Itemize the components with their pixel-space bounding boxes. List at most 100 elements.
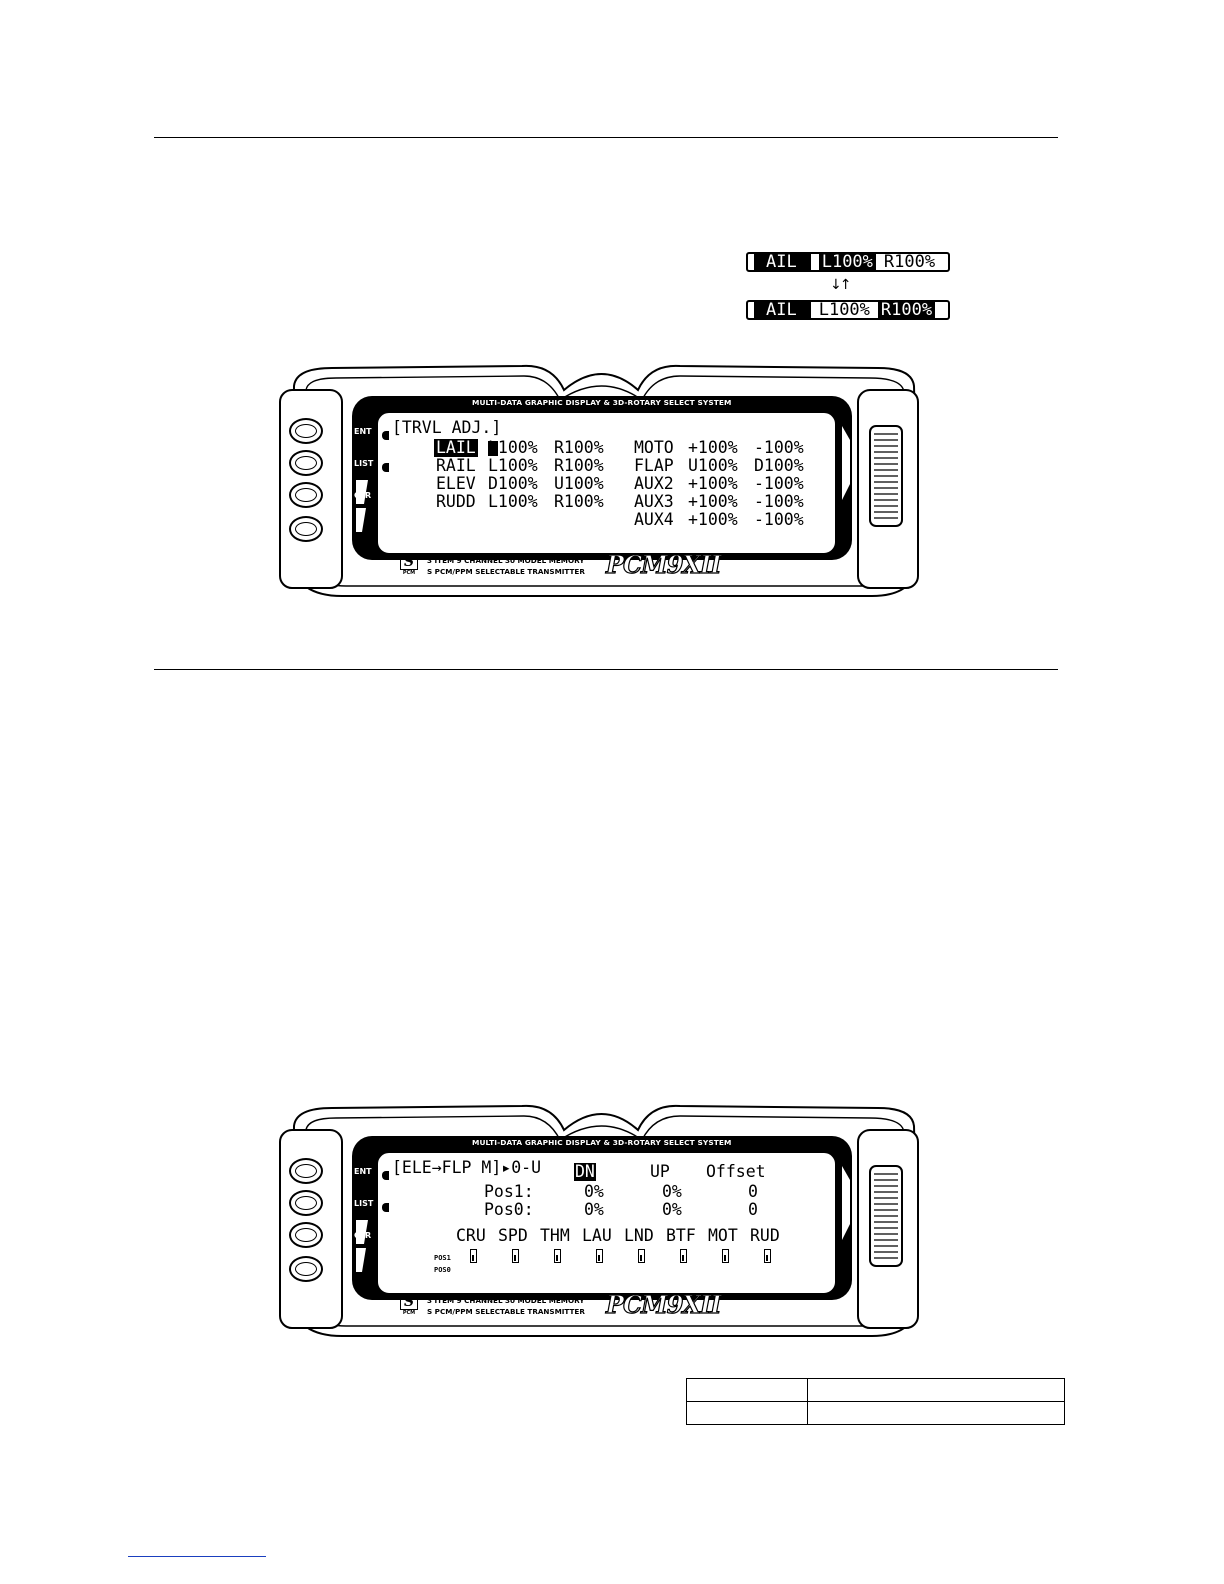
brand-sub: PCM [402,1310,416,1316]
extra-key[interactable] [289,516,323,542]
clr-label: CLR [354,1231,372,1240]
row-value-d: -100% [754,492,804,511]
list-pointer-icon [382,463,389,472]
row-value-d: -100% [754,510,804,529]
col-dn: DN [574,1162,596,1181]
col-offset: Offset [706,1162,766,1181]
row-value-a: D100% [488,474,538,493]
table-cell [807,1378,1065,1402]
row-value-c: +100% [688,438,738,457]
mode-label: BTF [666,1226,696,1245]
rotary-dial-icon[interactable] [874,1173,898,1259]
list-label: LIST [354,459,374,468]
list-key[interactable] [289,1190,323,1216]
row-name-2: AUX4 [634,510,674,529]
table-cell [807,1401,1065,1425]
mode-switch-icon [470,1249,477,1263]
mode-label: LAU [582,1226,612,1245]
mode-label: MOT [708,1226,738,1245]
readout-channel: AIL [754,254,811,271]
row-name-2: AUX2 [634,474,674,493]
pos0-offset: 0 [748,1200,758,1219]
model-name-logo: PCM9XII [605,1289,722,1319]
mode-switch-icon [596,1249,603,1263]
table-row [686,1378,1065,1402]
model-name-logo: PCM9XII [605,549,722,579]
tagline-1: 3 ITEM 9 CHANNEL 30 MODEL MEMORY [427,556,585,565]
ent-pointer-icon [382,1171,389,1180]
pos1-offset: 0 [748,1182,758,1201]
row-value-c: +100% [688,510,738,529]
mode-switch-icon [512,1249,519,1263]
row-name-2: FLAP [634,456,674,475]
readout-left-value: L100% [818,300,870,320]
pos1-tag: POS1 [434,1254,451,1262]
row-value-b: U100% [554,474,604,493]
readout-right-value: R100% [877,302,936,319]
readout-right-value: R100% [883,252,936,272]
mode-label: SPD [498,1226,528,1245]
row-value-d: -100% [754,438,804,457]
clr-key[interactable] [289,482,323,508]
empty-table [686,1378,1065,1425]
row-value-d: -100% [754,474,804,493]
screen-title: [TRVL ADJ.] [392,418,502,437]
row-value-d: D100% [754,456,804,475]
pos0-dn: 0% [584,1200,604,1219]
display-banner: MULTI-DATA GRAPHIC DISPLAY & 3D-ROTARY S… [472,398,732,407]
ent-key[interactable] [289,1158,323,1184]
mode-label: CRU [456,1226,486,1245]
tagline-1: 3 ITEM 9 CHANNEL 30 MODEL MEMORY [427,1296,585,1305]
tagline-2: S PCM/PPM SELECTABLE TRANSMITTER [427,567,585,576]
swap-arrows: ↓↑ [830,277,852,293]
screen-title: [ELE→FLP M]▸0-U [392,1158,542,1177]
row-value-a: L100% [488,438,538,457]
list-pointer-icon [382,1203,389,1212]
tagline-2: S PCM/PPM SELECTABLE TRANSMITTER [427,1307,585,1316]
footer-link-underline [128,1556,266,1557]
table-cell [686,1401,808,1425]
readout-left-value: L100% [818,254,876,271]
pos0-up: 0% [662,1200,682,1219]
row-value-c: U100% [688,456,738,475]
list-label: LIST [354,1199,374,1208]
ent-pointer-icon [382,431,389,440]
mode-switch-icon [638,1249,645,1263]
row-value-b: R100% [554,492,604,511]
row-name-2: AUX3 [634,492,674,511]
row-name: ELEV [436,474,476,493]
pos1-label: Pos1: [484,1182,534,1201]
rotary-dial-icon[interactable] [874,433,898,519]
mode-label: THM [540,1226,570,1245]
clr-key[interactable] [289,1222,323,1248]
row-value-a: L100% [488,492,538,511]
mode-label: LND [624,1226,654,1245]
transmitter-device-mix: MULTI-DATA GRAPHIC DISPLAY & 3D-ROTARY S… [272,1100,936,1340]
extra-key[interactable] [289,1256,323,1282]
ent-key[interactable] [289,418,323,444]
mode-switch-icon [680,1249,687,1263]
lcd-screen: [TRVL ADJ.] LAIL L100% R100% MOTO +100% … [375,410,838,556]
row-value-c: +100% [688,492,738,511]
row-value-a: L100% [488,456,538,475]
transmitter-device-travel-adjust: MULTI-DATA GRAPHIC DISPLAY & 3D-ROTARY S… [272,360,936,600]
lcd-screen: [ELE→FLP M]▸0-U DN UP Offset Pos1: 0% 0%… [375,1150,838,1296]
row-name-2: MOTO [634,438,674,457]
ent-label: ENT [354,427,372,436]
col-up: UP [650,1162,670,1181]
brand-letter: S [400,554,418,570]
row-value-b: R100% [554,456,604,475]
clr-label: CLR [354,491,372,500]
top-rule [154,137,1058,138]
readout-left-selected: AIL L100% R100% [746,252,950,272]
brand-sub: PCM [402,570,416,576]
brand-letter: S [400,1294,418,1310]
list-key[interactable] [289,450,323,476]
brand-logo: S PCM [400,554,418,576]
ent-label: ENT [354,1167,372,1176]
table-row [686,1401,1065,1425]
row-name: RUDD [436,492,476,511]
mode-switch-icon [554,1249,561,1263]
row-value-c: +100% [688,474,738,493]
row-name: LAIL [434,438,478,457]
